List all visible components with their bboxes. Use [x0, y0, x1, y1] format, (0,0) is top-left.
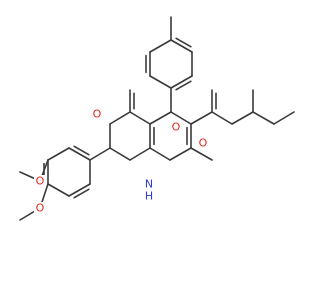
bond-cs2-cs3: [273, 111, 295, 125]
label-mask: [34, 175, 46, 188]
ester-carbonyl-oxygen-label: O: [172, 121, 181, 134]
bonds: [19, 16, 295, 221]
bond-t3-t4: [149, 75, 172, 89]
molecule-canvas: O O O O O N H: [19, 16, 295, 221]
ketone-oxygen-label: O: [93, 108, 102, 121]
methoxy-oxygen-1-label: O: [36, 175, 45, 188]
bond-c4-c3: [170, 111, 192, 125]
ring-nitrogen-label: N: [145, 178, 153, 191]
bond-t4-t5: [170, 75, 193, 89]
bond-t4-t5-second: [175, 80, 192, 91]
bond-c4a-c5: [129, 111, 151, 125]
ester-linking-oxygen-label: O: [199, 137, 208, 150]
label-mask: [197, 137, 209, 150]
bond-olink-cs1: [231, 111, 254, 125]
bond-t6-t1-second: [175, 37, 192, 48]
bond-cs1-cs2: [252, 111, 275, 125]
label-mask: [170, 121, 182, 134]
bond-c2-n1: [169, 147, 192, 161]
bond-t6-t1: [170, 39, 193, 53]
atom-labels: O O O O O N H: [34, 108, 209, 215]
bond-a1-a2: [68, 147, 91, 161]
bond-a4-a5: [47, 183, 70, 197]
bond-c8-c8a: [129, 147, 151, 161]
label-mask: [91, 108, 103, 121]
bond-a1-a2-second: [73, 145, 90, 156]
bond-t1-t2: [149, 39, 172, 53]
bond-c7-a1: [89, 147, 111, 161]
bond-n1-c8a: [149, 147, 171, 161]
methoxy-oxygen-2-label: O: [36, 202, 45, 215]
bond-a5-a6-second: [73, 188, 90, 199]
structure-diagram: O O O O O N H: [19, 16, 295, 221]
bond-cco-olink: [211, 111, 233, 125]
bond-c3-cco: [190, 111, 213, 125]
nitrogen-hydrogen-label: H: [145, 190, 153, 203]
bond-c5-c6: [109, 111, 131, 125]
bond-c7-c8: [109, 147, 131, 161]
bond-c2-c2me: [190, 147, 213, 161]
bond-c4a-c4: [149, 111, 172, 125]
bond-a5-a6: [68, 183, 91, 197]
label-mask: [143, 178, 155, 190]
label-mask: [34, 202, 46, 215]
label-mask: [143, 190, 155, 202]
bond-a2-a3: [47, 147, 70, 161]
